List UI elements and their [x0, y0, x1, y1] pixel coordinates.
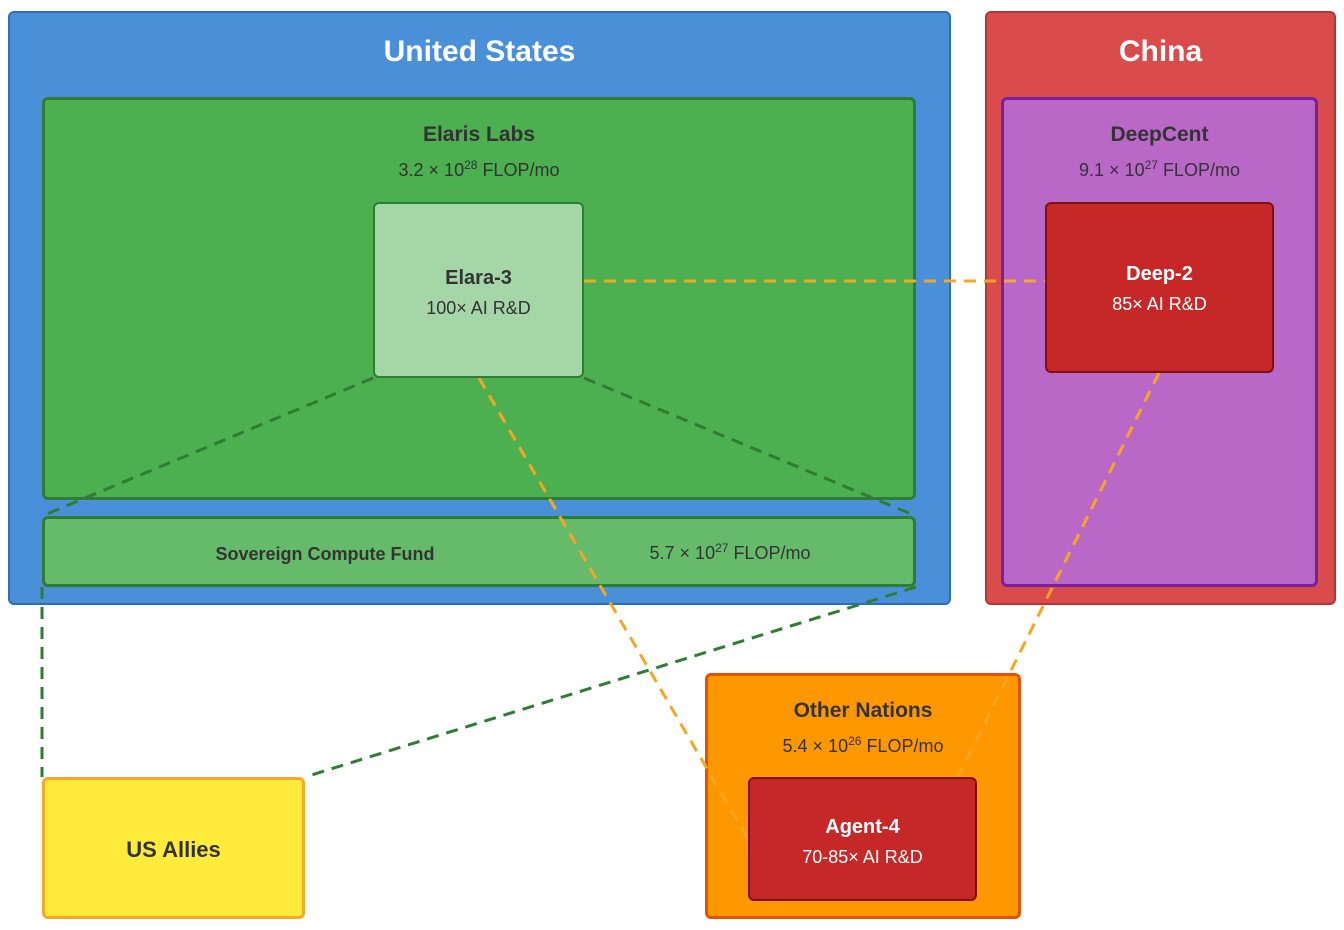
elara-3-model-box: Elara-3 100× AI R&D [373, 202, 584, 378]
agent-4-multiplier: 70-85× AI R&D [802, 847, 923, 867]
us-allies-title: US Allies [126, 837, 221, 862]
elara-3-multiplier: 100× AI R&D [426, 298, 531, 318]
agent-4-name: Agent-4 [825, 816, 900, 838]
us-allies-box: US Allies [42, 777, 305, 919]
other-nations-compute: 5.4 × 1026 FLOP/mo [782, 734, 944, 756]
deepcent-title: DeepCent [1110, 123, 1209, 146]
sovereign-compute-fund-compute: 5.7 × 1027 FLOP/mo [649, 541, 811, 563]
deepcent-compute: 9.1 × 1027 FLOP/mo [1079, 158, 1240, 180]
sovereign-compute-fund-box: Sovereign Compute Fund 5.7 × 1027 FLOP/m… [42, 516, 916, 587]
sovereign-compute-fund-title: Sovereign Compute Fund [215, 544, 435, 564]
deep-2-name: Deep-2 [1126, 263, 1193, 285]
elara-3-name: Elara-3 [445, 267, 512, 289]
deep-2-model-box: Deep-2 85× AI R&D [1045, 202, 1274, 373]
elaris-labs-compute: 3.2 × 1028 FLOP/mo [398, 158, 560, 180]
elaris-labs-title: Elaris Labs [422, 123, 536, 146]
united-states-title: United States [383, 35, 576, 68]
deep-2-multiplier: 85× AI R&D [1112, 294, 1207, 314]
china-title: China [1118, 35, 1203, 68]
other-nations-title: Other Nations [793, 699, 933, 722]
agent-4-model-box: Agent-4 70-85× AI R&D [748, 777, 977, 901]
